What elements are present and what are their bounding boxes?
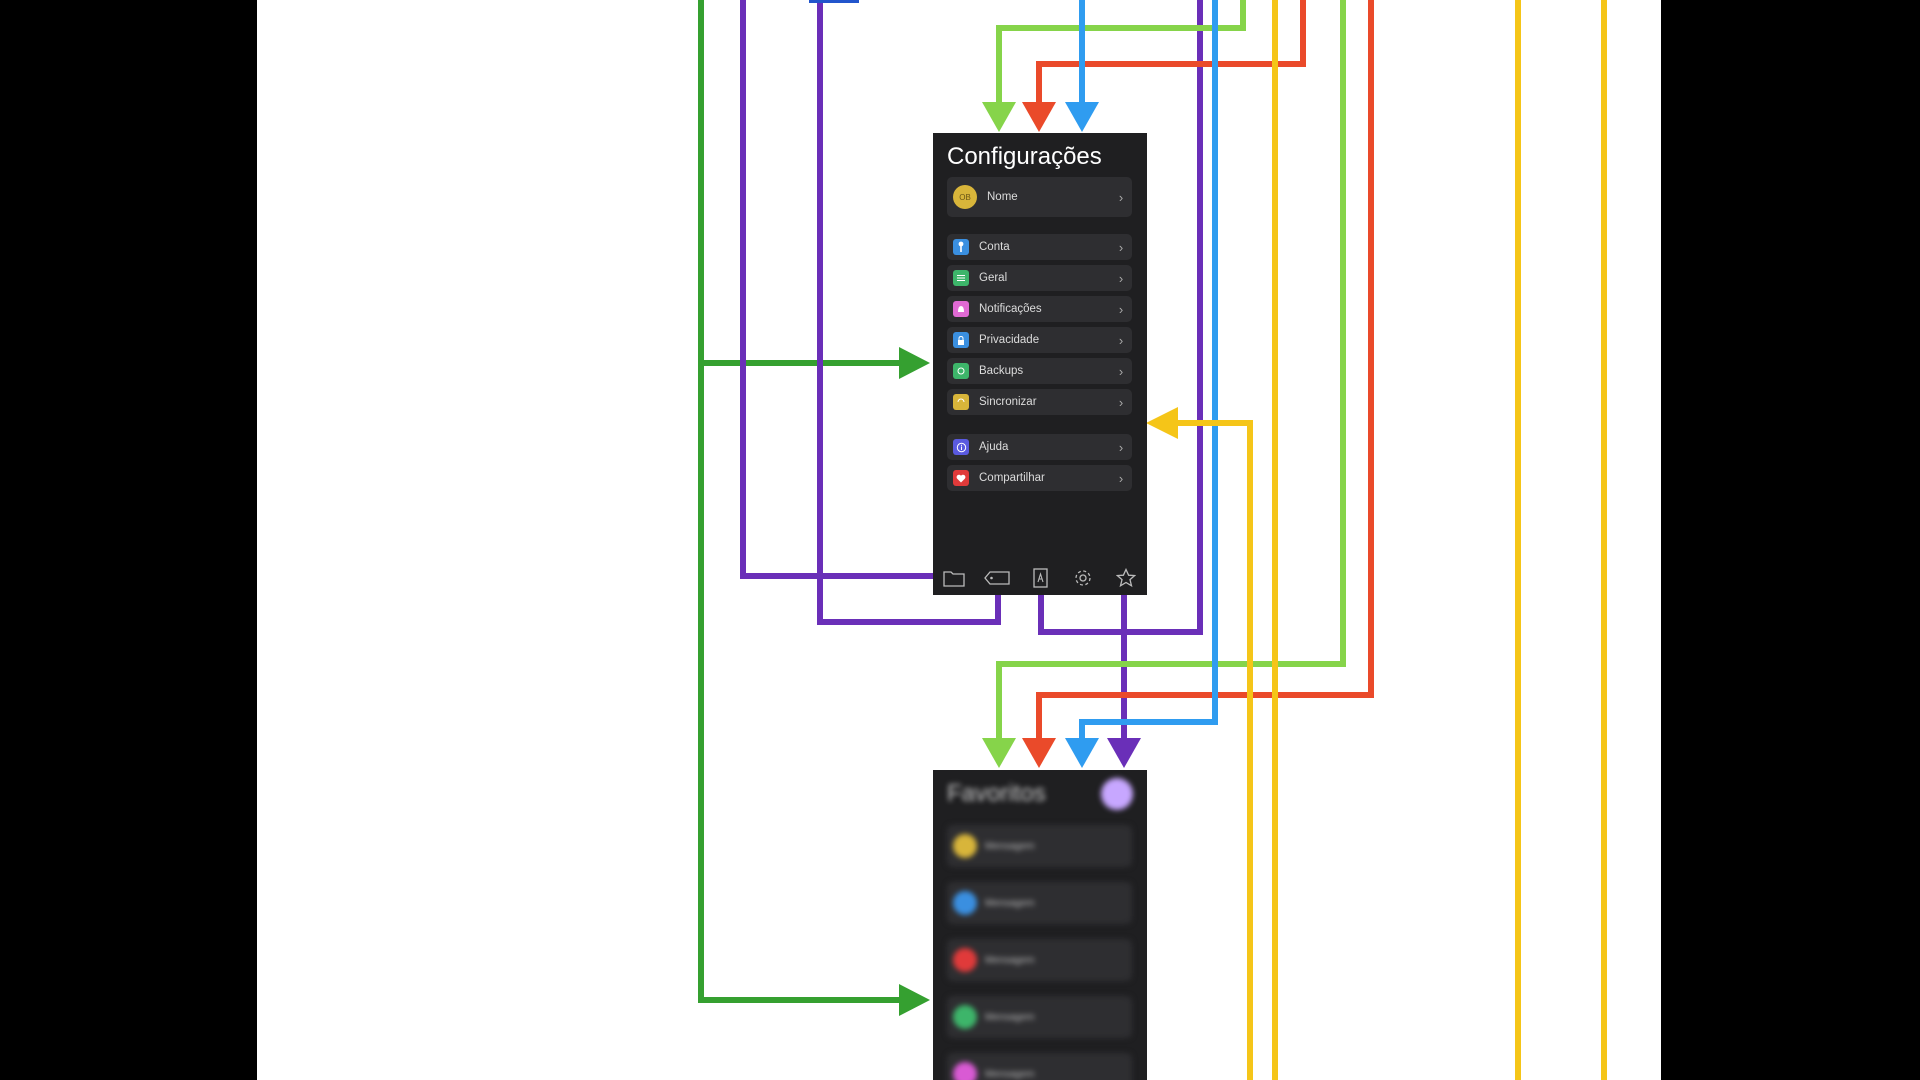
list-item[interactable]: Mensagem xyxy=(947,996,1132,1038)
tab-favorites[interactable] xyxy=(1112,565,1140,591)
bell-icon xyxy=(953,301,969,317)
menu-item-label: Compartilhar xyxy=(979,472,1045,484)
tab-tag[interactable] xyxy=(983,565,1011,591)
arrowhead-red-bottom xyxy=(1022,738,1056,768)
connector-green-to-favorites xyxy=(698,363,902,1003)
arrowhead-green-favorites xyxy=(899,984,930,1016)
list-item[interactable]: Mensagem xyxy=(947,825,1132,867)
folder-icon xyxy=(943,571,966,587)
list-item[interactable]: Mensagem xyxy=(947,939,1132,981)
arrowhead-green-settings xyxy=(899,347,930,379)
connector-yellow-to-sync xyxy=(1175,420,1253,1080)
sliders-icon xyxy=(953,270,969,286)
menu-item-privacidade[interactable]: Privacidade › xyxy=(947,327,1132,353)
menu-item-compartilhar[interactable]: Compartilhar › xyxy=(947,465,1132,491)
list-item-label: Mensagem xyxy=(985,1011,1035,1023)
chevron-right-icon: › xyxy=(1118,363,1124,379)
menu-item-label: Sincronizar xyxy=(979,396,1037,408)
arrowhead-blue-top xyxy=(1065,102,1099,132)
list-item[interactable]: Mensagem xyxy=(947,1053,1132,1080)
list-item[interactable]: Mensagem xyxy=(947,882,1132,924)
backup-icon xyxy=(953,363,969,379)
gear-icon xyxy=(1075,570,1091,586)
contact-avatar xyxy=(953,1005,977,1029)
avatar xyxy=(1101,778,1133,810)
list-item-label: Mensagem xyxy=(985,897,1035,909)
connector-lines xyxy=(698,0,1607,1080)
menu-item-label: Conta xyxy=(979,241,1010,253)
list-item-label: Mensagem xyxy=(985,954,1035,966)
chevron-right-icon: › xyxy=(1118,439,1124,455)
profile-row[interactable]: OB Nome › xyxy=(947,177,1132,217)
settings-screen: Configurações OB Nome › Conta › Geral › … xyxy=(933,133,1147,595)
tab-contacts[interactable] xyxy=(1026,565,1054,591)
chevron-right-icon: › xyxy=(1118,270,1124,286)
menu-item-label: Privacidade xyxy=(979,334,1040,346)
arrowhead-lightgreen-bottom xyxy=(982,738,1016,768)
connector-purple-contacts-loop xyxy=(1038,0,1203,635)
blue-marker xyxy=(809,0,859,3)
menu-item-backups[interactable]: Backups › xyxy=(947,358,1132,384)
connector-red-bottom xyxy=(1036,0,1374,742)
connector-blue-bottom xyxy=(1079,0,1218,742)
connector-green-to-settings xyxy=(698,0,902,366)
tab-bar xyxy=(933,561,1147,595)
menu-item-conta[interactable]: Conta › xyxy=(947,234,1132,260)
connector-lightgreen-bottom xyxy=(996,0,1346,742)
lock-icon xyxy=(953,332,969,348)
list-item-label: Mensagem xyxy=(985,1068,1035,1080)
menu-item-label: Ajuda xyxy=(979,441,1009,453)
arrowhead-red-top xyxy=(1022,102,1056,132)
menu-item-ajuda[interactable]: Ajuda › xyxy=(947,434,1132,460)
arrowhead-lightgreen-top xyxy=(982,102,1016,132)
contact-avatar xyxy=(953,1062,977,1080)
list-item-label: Mensagem xyxy=(985,840,1035,852)
sync-icon xyxy=(953,394,969,410)
heart-icon xyxy=(953,470,969,486)
star-icon xyxy=(1115,568,1136,588)
contacts-icon xyxy=(1033,568,1048,588)
page-title: Favoritos xyxy=(947,780,1046,807)
menu-item-label: Backups xyxy=(979,365,1024,377)
chevron-right-icon: › xyxy=(1118,332,1124,348)
tag-icon xyxy=(984,571,1010,585)
menu-item-geral[interactable]: Geral › xyxy=(947,265,1132,291)
chevron-right-icon: › xyxy=(1118,189,1124,205)
chevron-right-icon: › xyxy=(1118,470,1124,486)
connector-lightgreen-top xyxy=(996,0,1246,106)
connector-red-top xyxy=(1036,0,1306,106)
connector-purple-tag-tab xyxy=(817,0,1001,625)
chevron-right-icon: › xyxy=(1118,301,1124,317)
page-title: Configurações xyxy=(947,143,1102,170)
profile-name-label: Nome xyxy=(987,191,1018,203)
info-icon xyxy=(953,439,969,455)
tab-settings[interactable] xyxy=(1069,565,1097,591)
arrowhead-purple-bottom xyxy=(1107,738,1141,768)
contact-avatar xyxy=(953,891,977,915)
avatar: OB xyxy=(953,185,977,209)
key-icon xyxy=(953,239,969,255)
contact-avatar xyxy=(953,948,977,972)
arrowhead-blue-bottom xyxy=(1065,738,1099,768)
contact-avatar xyxy=(953,834,977,858)
tab-folder[interactable] xyxy=(940,565,968,591)
flow-canvas: Configurações OB Nome › Conta › Geral › … xyxy=(257,0,1661,1080)
blurred-content: Favoritos Mensagem Mensagem Mensagem Men… xyxy=(933,770,1147,1080)
favorites-screen: Favoritos Mensagem Mensagem Mensagem Men… xyxy=(933,770,1147,1080)
chevron-right-icon: › xyxy=(1118,394,1124,410)
arrowhead-yellow-sync xyxy=(1146,407,1178,439)
menu-item-label: Notificações xyxy=(979,303,1042,315)
menu-item-notificacoes[interactable]: Notificações › xyxy=(947,296,1132,322)
connector-purple-folder-tab xyxy=(740,0,933,579)
menu-item-sincronizar[interactable]: Sincronizar › xyxy=(947,389,1132,415)
menu-item-label: Geral xyxy=(979,272,1008,284)
chevron-right-icon: › xyxy=(1118,239,1124,255)
